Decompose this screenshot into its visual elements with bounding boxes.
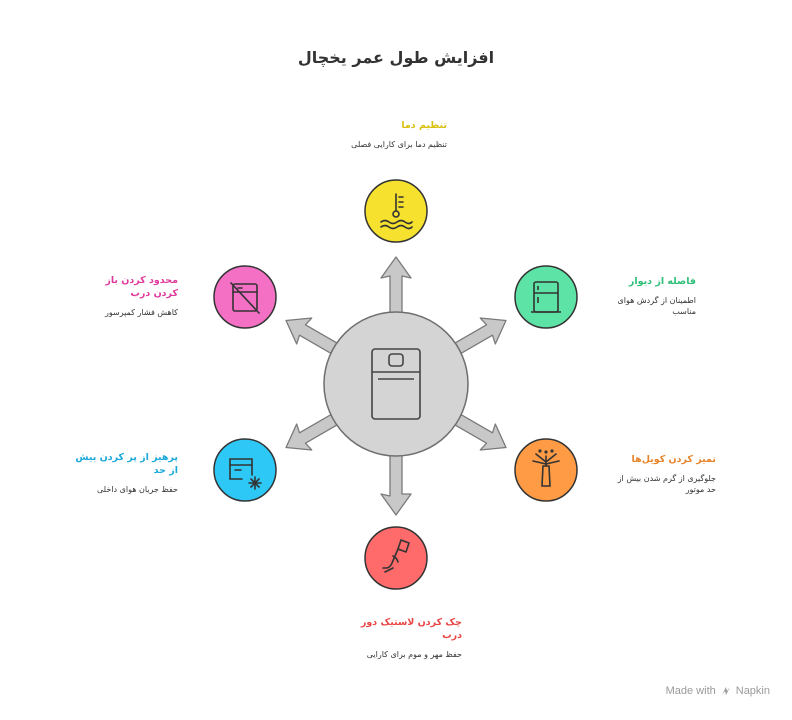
label-clean-coils: تمیز کردن کویل‌ها جلوگیری از گرم شدن بیش… [612, 454, 716, 495]
napkin-logo-icon [720, 685, 732, 697]
label-door-seal: چک کردن لاستیک دور درب حفظ مهر و موم برا… [340, 617, 462, 660]
label-wall-distance-heading: فاصله از دیوار [628, 276, 696, 287]
arrow-down [380, 451, 412, 516]
center-circle [323, 311, 469, 457]
label-limit-door-opening-desc: کاهش فشار کمپرسور [105, 307, 178, 317]
label-avoid-overfill-heading: پرهیز از پر کردن بیش از حد [75, 452, 178, 476]
label-limit-door-opening-heading: محدود کردن باز کردن درب [105, 275, 178, 299]
label-wall-distance: فاصله از دیوار اطمینان از گردش هوای مناس… [612, 276, 696, 317]
thermometer-icon [380, 193, 413, 230]
label-temperature: تنظیم دما تنظیم دما برای کارایی فصلی [300, 120, 447, 151]
label-clean-coils-heading: تمیز کردن کویل‌ها [631, 454, 716, 465]
sealant-gun-icon [382, 539, 410, 573]
napkin-watermark: Made with Napkin [666, 685, 770, 697]
no-door-open-icon [230, 282, 260, 314]
center-fridge-icon [371, 348, 421, 420]
label-clean-coils-desc: جلوگیری از گرم شدن بیش از حد موتور [617, 473, 716, 494]
fridge-icon [531, 281, 561, 313]
label-avoid-overfill: پرهیز از پر کردن بیش از حد حفظ جریان هوا… [70, 452, 178, 495]
label-temperature-desc: تنظیم دما برای کارایی فصلی [351, 139, 447, 149]
label-door-seal-heading: چک کردن لاستیک دور درب [360, 617, 462, 641]
node-avoid-overfill [213, 438, 277, 502]
node-wall-distance [514, 265, 578, 329]
fridge-snowflake-icon [229, 458, 262, 490]
footer-brand: Napkin [735, 685, 770, 697]
label-temperature-heading: تنظیم دما [401, 120, 447, 131]
label-avoid-overfill-desc: حفظ جریان هوای داخلی [97, 484, 178, 494]
node-door-seal [364, 526, 428, 590]
label-door-seal-desc: حفظ مهر و موم برای کارایی [366, 649, 462, 659]
node-clean-coils [514, 438, 578, 502]
label-limit-door-opening: محدود کردن باز کردن درب کاهش فشار کمپرسو… [84, 275, 178, 318]
footer-text: Made with [665, 685, 716, 697]
arrows [285, 256, 507, 516]
label-wall-distance-desc: اطمینان از گردش هوای مناسب [617, 295, 696, 316]
node-limit-door-opening [213, 265, 277, 329]
node-temperature [364, 179, 428, 243]
page-title: افزایش طول عمر یخچال [297, 48, 495, 67]
brush-icon [532, 449, 560, 487]
